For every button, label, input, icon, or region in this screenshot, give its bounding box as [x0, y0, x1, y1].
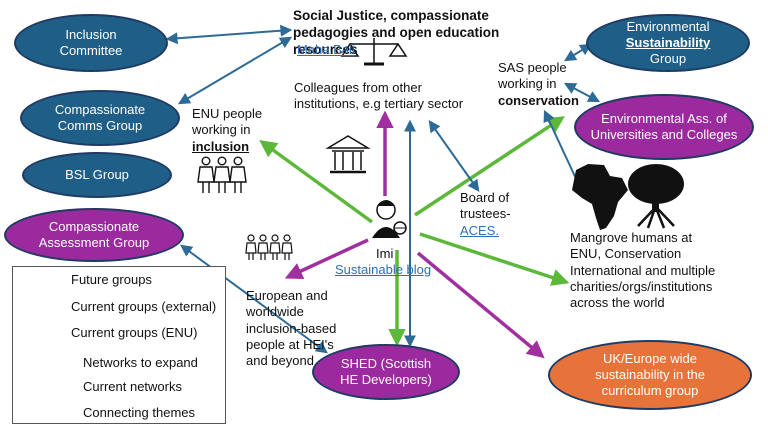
shed-node: SHED (Scottish HE Developers): [312, 344, 460, 400]
mangrove-tree-icon: [628, 164, 684, 229]
institution-building-icon: [325, 135, 371, 174]
compassionate-comms-group-node: Compassionate Comms Group: [20, 90, 180, 146]
connector-inclusion-social-justice: [165, 24, 293, 45]
mangrove-humans-label: Mangrove humans at ENU, Conservation Int…: [570, 230, 716, 310]
aces-link[interactable]: ACES.: [460, 222, 500, 238]
maha-bali-link[interactable]: Maha Bali: [297, 42, 355, 57]
connector-assessment-shed: [180, 244, 328, 354]
connector-board-colleagues: [428, 120, 480, 192]
uk-europe-sustainability-node: UK/Europe wide sustainability in the cur…: [548, 340, 752, 410]
arrow-to-env-association: [414, 116, 565, 217]
legend-item-expand: Networks to expand: [83, 355, 198, 370]
environmental-sustainability-label: Environmental Sustainability Group: [625, 18, 711, 67]
inclusion-emphasis: inclusion: [192, 138, 250, 154]
compassionate-assessment-group-node: Compassionate Assessment Group: [4, 208, 184, 262]
africa-map-icon: [572, 164, 628, 230]
person-with-globe-icon: [372, 200, 407, 238]
environmental-sustainability-group-node: Environmental Sustainability Group: [586, 14, 750, 72]
legend-item-future: Future groups: [71, 272, 152, 287]
environmental-association-label: Environmental Ass. of Universities and C…: [590, 110, 738, 142]
sas-conservation-label: SAS people working in conservation: [498, 60, 579, 108]
connector-comms-social-justice: [177, 36, 293, 105]
legend-item-external: Current groups (external): [71, 299, 217, 314]
legend-item-enu: Current groups (ENU): [71, 325, 198, 340]
scales-of-justice-icon: [340, 38, 408, 66]
colleagues-label: Colleagues from other institutions, e.g …: [294, 80, 464, 112]
inclusion-committee-node: Inclusion Committee: [14, 14, 168, 72]
shed-label: SHED (Scottish HE Developers): [340, 355, 432, 387]
sustainability-emphasis: Sustainability: [625, 34, 711, 50]
enu-inclusion-label: ENU people working in inclusion: [192, 106, 263, 154]
arrow-to-enu-inclusion: [259, 139, 374, 224]
board-of-trustees-label: Board of trustees-ACES.: [460, 190, 511, 238]
european-worldwide-label: European and worldwide inclusion-based p…: [246, 288, 337, 368]
legend-box: Future groups Current groups (external) …: [12, 266, 226, 424]
conservation-emphasis: conservation: [498, 92, 579, 108]
arrow-to-uk-europe: [416, 251, 545, 359]
people-group-small-icon: [245, 234, 293, 260]
arrow-to-mangrove: [419, 232, 570, 286]
people-group-icon: [197, 156, 247, 193]
compassionate-assessment-group-label: Compassionate Assessment Group: [38, 218, 150, 250]
social-justice-title: Social Justice, compassionate pedagogies…: [293, 8, 500, 57]
bsl-group-node: BSL Group: [22, 152, 172, 198]
uk-europe-sustainability-label: UK/Europe wide sustainability in the cur…: [595, 350, 705, 399]
legend-item-connecting: Connecting themes: [83, 405, 196, 420]
bsl-group-label: BSL Group: [65, 166, 129, 182]
legend-item-current-networks: Current networks: [83, 379, 182, 394]
imi-label: Imi: [376, 246, 394, 261]
sustainable-blog-link[interactable]: Sustainable blog: [335, 262, 432, 277]
environmental-association-node: Environmental Ass. of Universities and C…: [574, 94, 754, 160]
inclusion-committee-label: Inclusion Committee: [59, 26, 123, 58]
connector-sas-env-association: [563, 82, 601, 103]
compassionate-comms-group-label: Compassionate Comms Group: [54, 101, 146, 133]
